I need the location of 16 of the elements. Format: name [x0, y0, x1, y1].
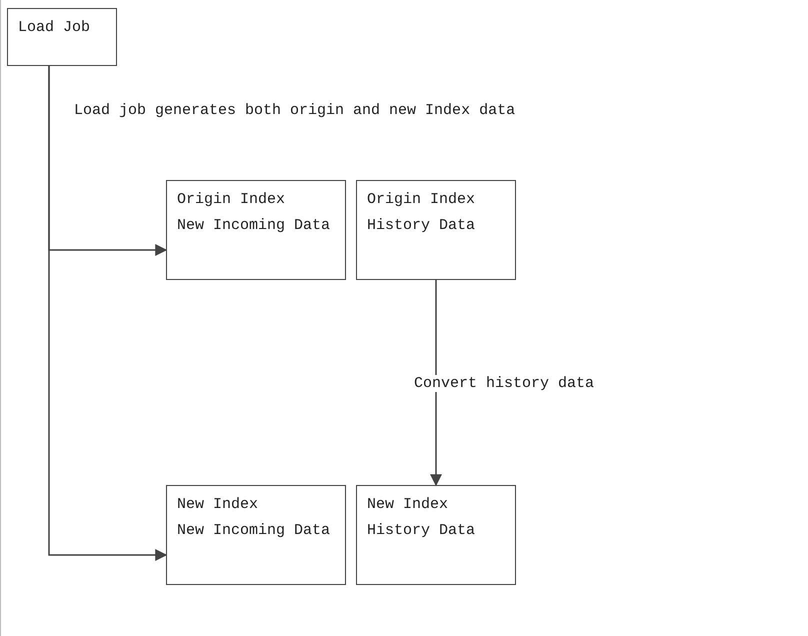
box-title: Origin Index: [177, 190, 286, 210]
box-text: New Incoming Data: [177, 521, 332, 541]
box-text: History Data: [367, 521, 476, 541]
process-box: [7, 8, 117, 66]
process-box: [356, 485, 516, 585]
arrow: [48, 66, 168, 561]
box-title: New Index: [177, 495, 260, 515]
box-text: History Data: [367, 216, 476, 236]
box-title: Origin Index: [367, 190, 476, 210]
process-box: [356, 180, 516, 280]
box-title: Load Job: [18, 18, 92, 38]
arrow: [430, 280, 442, 486]
process-box: [166, 485, 346, 585]
box-title: New Index: [367, 495, 450, 515]
process-box: [166, 180, 346, 280]
box-text: New Incoming Data: [177, 216, 332, 236]
